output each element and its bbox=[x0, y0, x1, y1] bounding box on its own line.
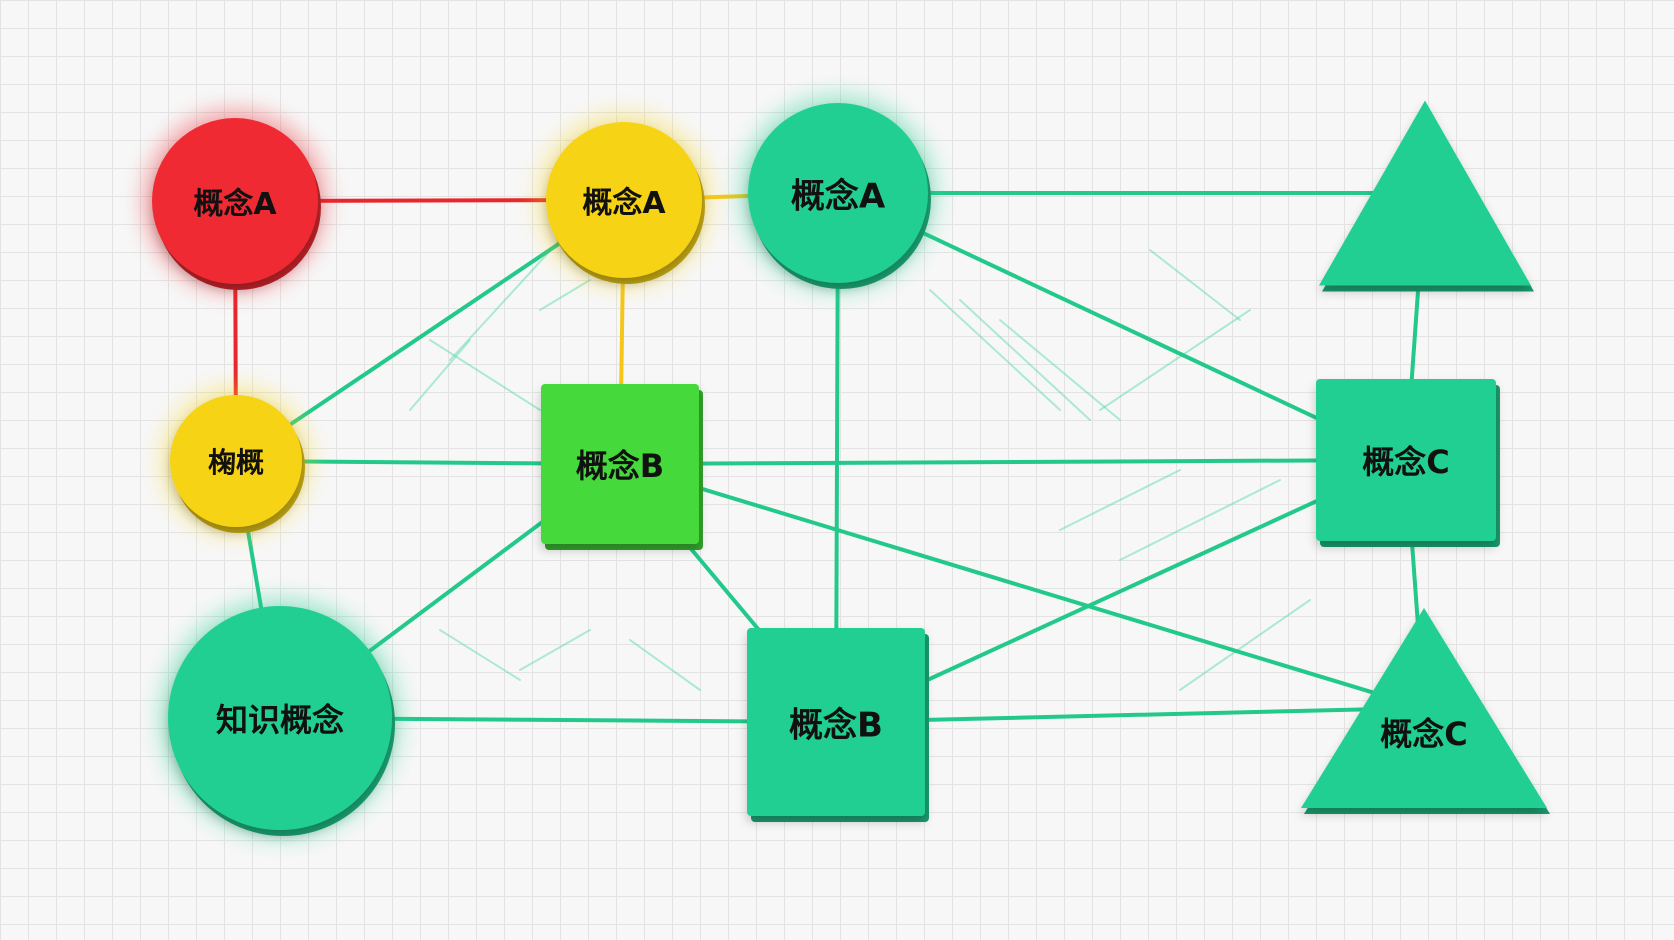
edge-n9-n10 bbox=[834, 706, 1426, 724]
node-layer bbox=[142, 93, 1550, 840]
faint-connector-layer bbox=[409, 239, 1311, 691]
node-square-face bbox=[747, 628, 925, 816]
faint-connector-9 bbox=[1059, 469, 1181, 531]
node-circle-face bbox=[748, 103, 928, 283]
faint-connector-13 bbox=[629, 639, 701, 691]
node-square-face bbox=[541, 384, 699, 544]
faint-connector-1 bbox=[409, 339, 471, 411]
faint-connector-4 bbox=[429, 339, 541, 411]
node-circle-2[interactable] bbox=[536, 112, 712, 288]
faint-connector-14 bbox=[1179, 599, 1311, 691]
faint-connector-8 bbox=[1149, 249, 1241, 321]
faint-connector-11 bbox=[439, 629, 521, 681]
node-square-7[interactable] bbox=[1316, 379, 1500, 547]
node-square-6[interactable] bbox=[541, 384, 703, 550]
node-circle-5[interactable] bbox=[160, 385, 312, 537]
faint-connector-2 bbox=[449, 239, 561, 361]
faint-connector-15 bbox=[999, 319, 1121, 421]
faint-connector-12 bbox=[519, 629, 591, 671]
node-square-9[interactable] bbox=[747, 628, 929, 822]
node-circle-face bbox=[168, 606, 392, 830]
node-circle-8[interactable] bbox=[158, 596, 402, 840]
node-triangle-face bbox=[1301, 608, 1547, 808]
edge-n6-n10 bbox=[618, 462, 1426, 710]
node-square-face bbox=[1316, 379, 1496, 541]
faint-connector-3 bbox=[539, 279, 591, 311]
faint-connector-10 bbox=[1119, 479, 1281, 561]
node-circle-face bbox=[170, 395, 302, 527]
faint-connector-6 bbox=[959, 299, 1091, 421]
node-circle-face bbox=[546, 122, 702, 278]
faint-connector-5 bbox=[929, 289, 1061, 411]
edge-n7-n9 bbox=[834, 458, 1408, 724]
node-triangle-4[interactable] bbox=[1319, 100, 1534, 292]
edge-n6-n7 bbox=[618, 458, 1408, 466]
edge-n3-n7 bbox=[836, 191, 1408, 462]
node-circle-1[interactable] bbox=[142, 108, 328, 294]
node-triangle-face bbox=[1319, 100, 1531, 286]
node-circle-face bbox=[152, 118, 318, 284]
node-circle-3[interactable] bbox=[738, 93, 938, 293]
node-triangle-10[interactable] bbox=[1301, 608, 1550, 814]
faint-connector-7 bbox=[1099, 309, 1251, 411]
